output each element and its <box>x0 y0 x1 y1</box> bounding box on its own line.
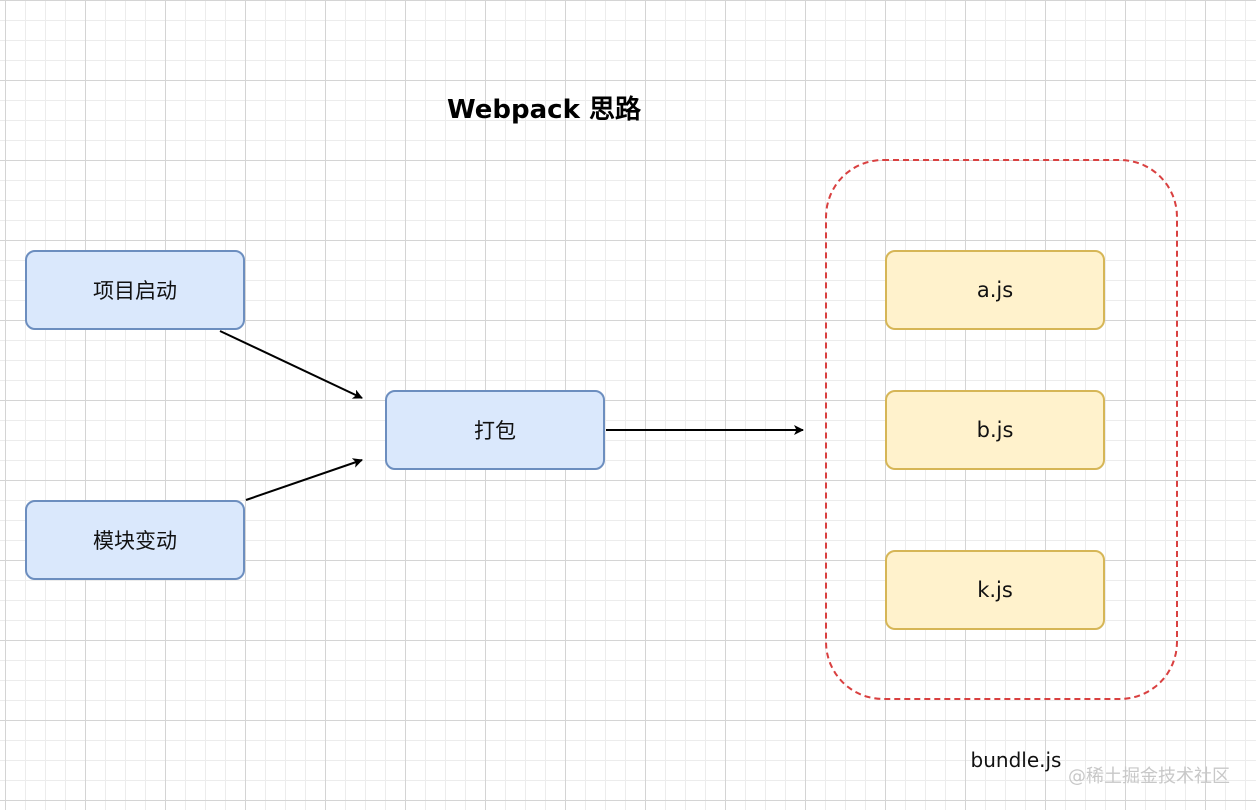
watermark: @稀土掘金技术社区 <box>1068 766 1230 787</box>
bundle-container[interactable] <box>825 159 1178 700</box>
node-file-b[interactable]: b.js <box>885 390 1105 470</box>
diagram-title: Webpack 思路 <box>447 95 641 125</box>
node-file-k[interactable]: k.js <box>885 550 1105 630</box>
bundle-container-label: bundle.js <box>970 748 1062 772</box>
node-file-a[interactable]: a.js <box>885 250 1105 330</box>
edge-project-start-to-bundle <box>219 330 363 399</box>
node-module-change[interactable]: 模块变动 <box>25 500 245 580</box>
node-project-start[interactable]: 项目启动 <box>25 250 245 330</box>
edge-module-change-to-bundle <box>245 458 363 501</box>
node-bundle-step[interactable]: 打包 <box>385 390 605 470</box>
